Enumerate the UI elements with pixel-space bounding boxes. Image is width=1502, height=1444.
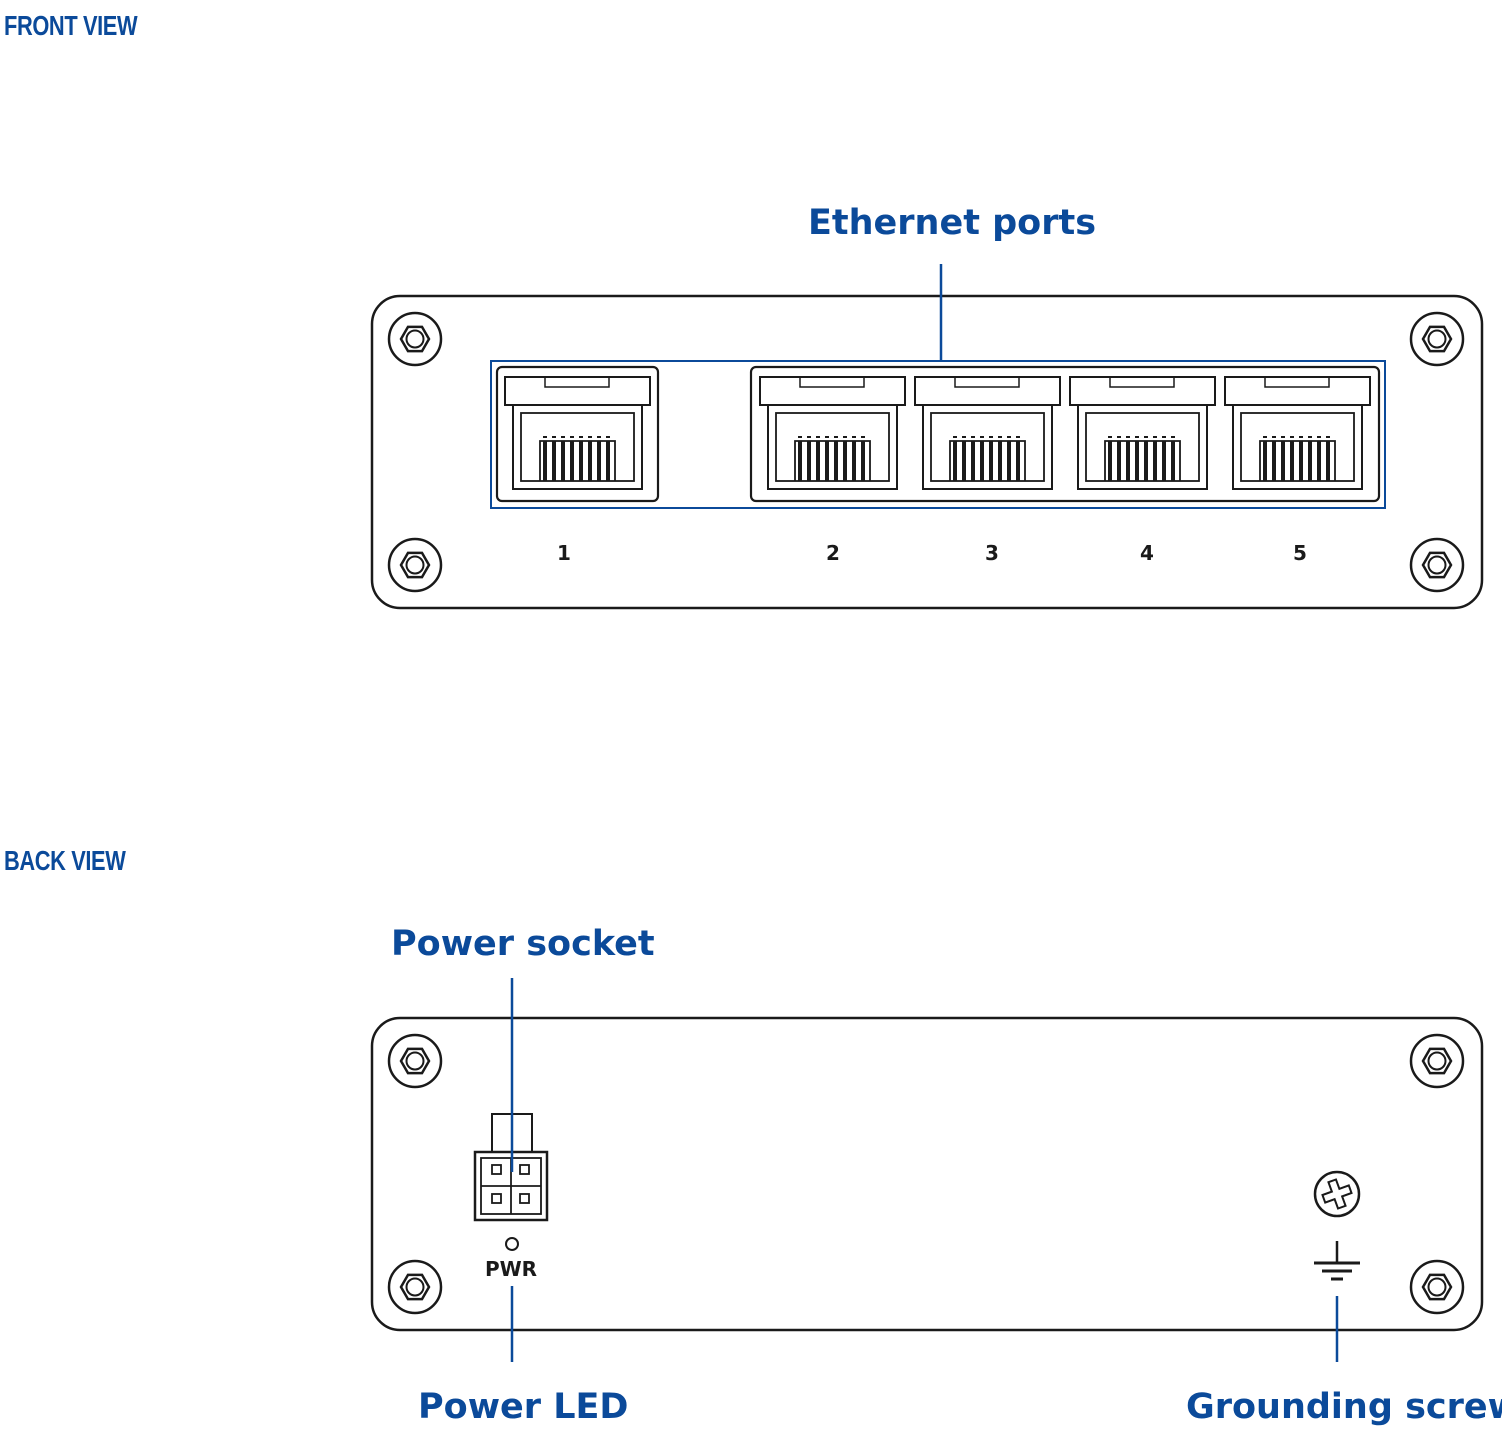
power-socket-label: Power socket [391,924,655,964]
mounting-screw-icon [387,537,443,593]
mounting-screw-icon [387,1259,443,1315]
ethernet-ports-highlight [490,360,1386,509]
grounding-screw-icon [1313,1170,1361,1218]
port-number: 2 [826,541,840,565]
port-number: 3 [985,541,999,565]
mounting-screw-icon [1409,537,1465,593]
rj45-port-icon [1069,376,1216,490]
mounting-screw-icon [387,1033,443,1089]
power-led-label: Power LED [418,1387,629,1427]
mounting-screw-icon [1409,1259,1465,1315]
back-view-title: BACK VIEW [4,845,126,876]
mounting-screw-icon [1409,1033,1465,1089]
mounting-screw-icon [1409,311,1465,367]
front-view-title: FRONT VIEW [4,10,138,41]
rj45-port-icon [504,376,651,490]
rj45-port-icon [1224,376,1371,490]
led-icon [505,1237,519,1251]
port-number: 1 [557,541,571,565]
rj45-port-icon [759,376,906,490]
rj45-port-icon [914,376,1061,490]
port-number: 4 [1140,541,1154,565]
port-number: 5 [1293,541,1307,565]
back-panel: PWR [370,978,1484,1362]
mounting-screw-icon [387,311,443,367]
grounding-screw-label: Grounding screw [1186,1387,1502,1427]
front-panel: 1 2 3 4 5 [370,264,1484,610]
pwr-label: PWR [485,1257,537,1281]
ground-symbol-icon [1314,1241,1360,1281]
ethernet-ports-label: Ethernet ports [808,203,1097,243]
